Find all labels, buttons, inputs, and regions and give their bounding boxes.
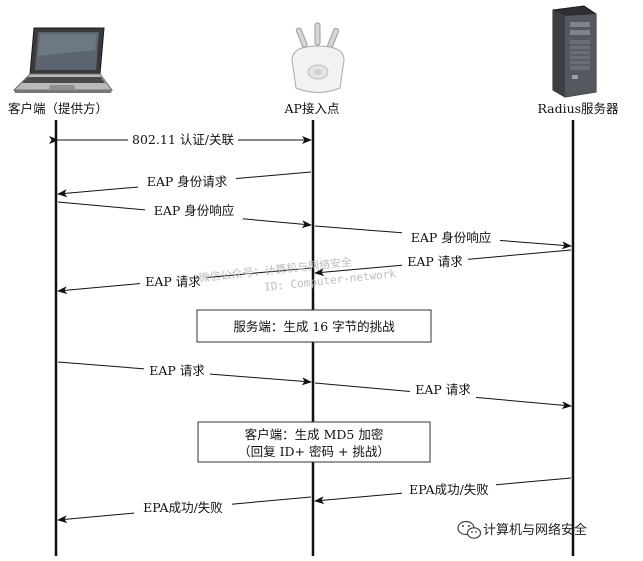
message-eap-request-relay-label: EAP 请求 <box>415 382 471 397</box>
actor-ap-label: AP接入点 <box>284 101 340 116</box>
message-id-request-label: EAP 身份请求 <box>147 174 228 189</box>
brand-name: 计算机与网络安全 <box>483 522 587 538</box>
actor-client-label: 客户端（提供方） <box>8 101 108 116</box>
note-server-challenge: 服务端：生成 16 字节的挑战 <box>196 309 432 343</box>
laptop-icon <box>12 27 113 93</box>
message-eap-request-client-label: EAP 请求 <box>149 363 205 378</box>
message-eap-request-client: EAP 请求 <box>57 361 312 386</box>
message-eap-request-relay: EAP 请求 <box>314 381 572 410</box>
actor-radius-label: Radius服务器 <box>537 101 619 116</box>
note-server-challenge-text: 服务端：生成 16 字节的挑战 <box>233 319 395 334</box>
message-id-response-2-label: EAP 身份响应 <box>411 230 492 245</box>
message-id-response-1: EAP 身份响应 <box>57 201 312 229</box>
access-point-icon <box>291 22 345 93</box>
note-client-md5-line1: 客户端：生成 MD5 加密 <box>245 427 384 442</box>
message-success-ap: EPA成功/失败 <box>57 496 312 524</box>
message-success-ap-label: EPA成功/失败 <box>143 500 223 515</box>
message-eap-request-ap-label: EAP 请求 <box>145 274 201 289</box>
note-client-md5: 客户端：生成 MD5 加密 （回复 ID+ 密码 + 挑战） <box>197 421 431 463</box>
message-eap-request-radius: EAP 请求 <box>314 249 572 277</box>
message-eap-request-ap: EAP 请求 <box>57 267 312 295</box>
brand-logo: 计算机与网络安全 <box>457 520 587 539</box>
message-success-radius: EPA成功/失败 <box>314 477 572 505</box>
message-assoc-label: 802.11 认证/关联 <box>132 132 234 147</box>
message-id-request: EAP 身份请求 <box>57 171 312 198</box>
message-eap-request-radius-label: EAP 请求 <box>407 254 463 269</box>
message-id-response-2: EAP 身份响应 <box>314 225 572 250</box>
message-success-radius-label: EPA成功/失败 <box>409 482 489 497</box>
message-assoc: 802.11 认证/关联 <box>49 131 312 148</box>
note-client-md5-line2: （回复 ID+ 密码 + 挑战） <box>238 444 390 459</box>
server-icon <box>552 5 597 98</box>
message-id-response-1-label: EAP 身份响应 <box>154 203 235 218</box>
watermark: 微信公众号：计算机与网络安全 ID: Computer-network <box>198 255 397 294</box>
wechat-icon <box>457 520 482 539</box>
